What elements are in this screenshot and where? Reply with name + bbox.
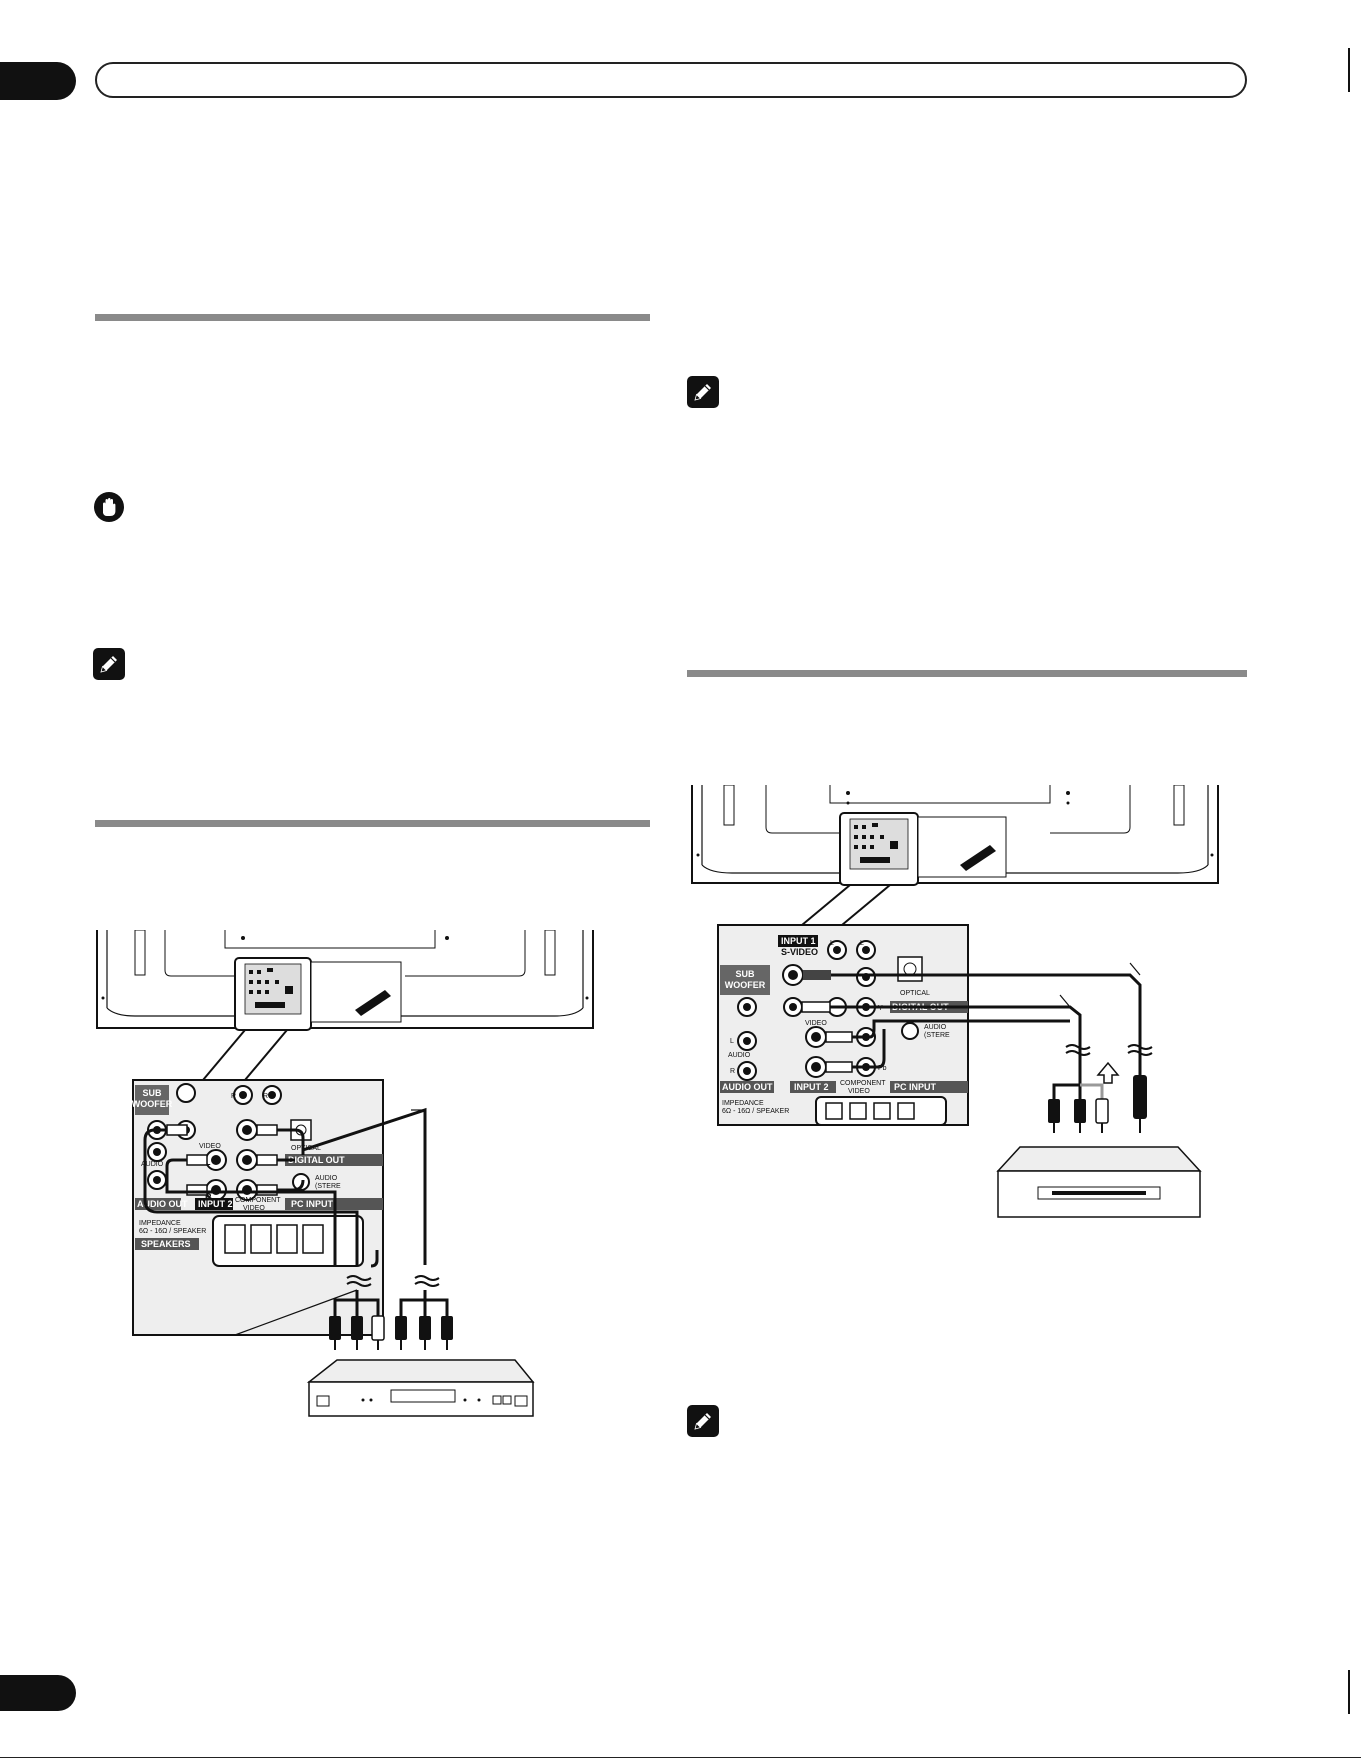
video-label: VIDEO bbox=[199, 1143, 221, 1150]
dvd-player-illustration bbox=[306, 1359, 535, 1417]
audio-out-label: AUDIO OUT bbox=[722, 1082, 773, 1092]
pencil-note-icon bbox=[687, 376, 719, 408]
section-rule-3 bbox=[687, 670, 1247, 677]
svg-text:(STERE: (STERE bbox=[924, 1032, 950, 1039]
pencil-note-icon bbox=[687, 1405, 719, 1437]
speakers-label: SPEAKERS bbox=[141, 1239, 191, 1249]
video-label: VIDEO bbox=[805, 1020, 827, 1027]
audio-out-label: AUDIO OUT bbox=[137, 1199, 188, 1209]
crop-mark-bottom bbox=[1348, 1670, 1350, 1714]
pencil-note-icon bbox=[93, 648, 125, 680]
l-label: L bbox=[730, 1038, 734, 1045]
s-video-label: S-VIDEO bbox=[781, 947, 818, 957]
input1-label: INPUT 1 bbox=[781, 936, 816, 946]
svg-text:L: L bbox=[860, 940, 864, 947]
optical-label: OPTICAL bbox=[900, 990, 930, 997]
svg-text:VIDEO: VIDEO bbox=[243, 1205, 265, 1212]
figure-component-connection: SUB WOOFER R R VIDEO L R AUDIO bbox=[95, 930, 595, 1430]
audio-label: AUDIO bbox=[141, 1161, 164, 1168]
component-video-label: COMPONENT bbox=[840, 1080, 886, 1087]
svg-text:R: R bbox=[263, 1093, 268, 1100]
pc-input-label: PC INPUT bbox=[894, 1082, 937, 1092]
svg-text:VIDEO: VIDEO bbox=[848, 1088, 870, 1095]
r-label: R bbox=[231, 1093, 236, 1100]
r-label: R bbox=[730, 1068, 735, 1075]
input-panel-closeup: SUB WOOFER R R VIDEO L R AUDIO bbox=[132, 1079, 384, 1336]
sub-woofer-label: SUB bbox=[142, 1088, 162, 1098]
footer-rule bbox=[0, 1757, 1361, 1758]
svg-text:L: L bbox=[830, 940, 834, 947]
page-title-bar bbox=[95, 62, 1247, 98]
input2-label: INPUT 2 bbox=[794, 1082, 829, 1092]
input2-label: INPUT 2 bbox=[198, 1199, 233, 1209]
component-video-label: COMPONENT bbox=[235, 1197, 281, 1204]
audio-stereo-label: AUDIO bbox=[315, 1175, 338, 1182]
tv-rear-view bbox=[691, 785, 1219, 886]
digital-out-label: DIGITAL OUT bbox=[288, 1155, 345, 1165]
svg-text:WOOFER: WOOFER bbox=[132, 1099, 173, 1109]
page-number-tab bbox=[0, 1675, 76, 1711]
tv-rear-view bbox=[96, 930, 594, 1031]
sub-woofer-label: SUB bbox=[735, 969, 755, 979]
input-panel-closeup: INPUT 1 S-VIDEO SUB WOOFER L L L R AUDIO… bbox=[717, 924, 969, 1126]
svg-text:WOOFER: WOOFER bbox=[725, 980, 766, 990]
figure-svideo-connection: INPUT 1 S-VIDEO SUB WOOFER L L L R AUDIO… bbox=[690, 785, 1220, 1250]
pb-label: Pb bbox=[878, 1065, 887, 1072]
pc-input-label: PC INPUT bbox=[291, 1199, 334, 1209]
hand-stop-icon bbox=[94, 492, 124, 522]
section-rule-1 bbox=[95, 314, 650, 321]
impedance-label: IMPEDANCE bbox=[722, 1100, 764, 1107]
svg-text:6Ω - 16Ω / SPEAKER: 6Ω - 16Ω / SPEAKER bbox=[722, 1108, 789, 1115]
svg-text:R: R bbox=[205, 1192, 212, 1202]
chapter-tab bbox=[0, 62, 76, 100]
l-label: L bbox=[205, 1157, 211, 1167]
audio-stereo-label: AUDIO bbox=[924, 1024, 947, 1031]
crop-mark-top bbox=[1348, 48, 1350, 92]
arrow-up-icon bbox=[1096, 1061, 1120, 1084]
impedance-label: IMPEDANCE bbox=[139, 1220, 181, 1227]
section-rule-2 bbox=[95, 820, 650, 827]
audio-label: AUDIO bbox=[728, 1052, 751, 1059]
vcr-illustration bbox=[996, 1146, 1202, 1218]
svg-text:6Ω - 16Ω / SPEAKER: 6Ω - 16Ω / SPEAKER bbox=[139, 1228, 206, 1235]
svg-text:(STERE: (STERE bbox=[315, 1183, 341, 1190]
